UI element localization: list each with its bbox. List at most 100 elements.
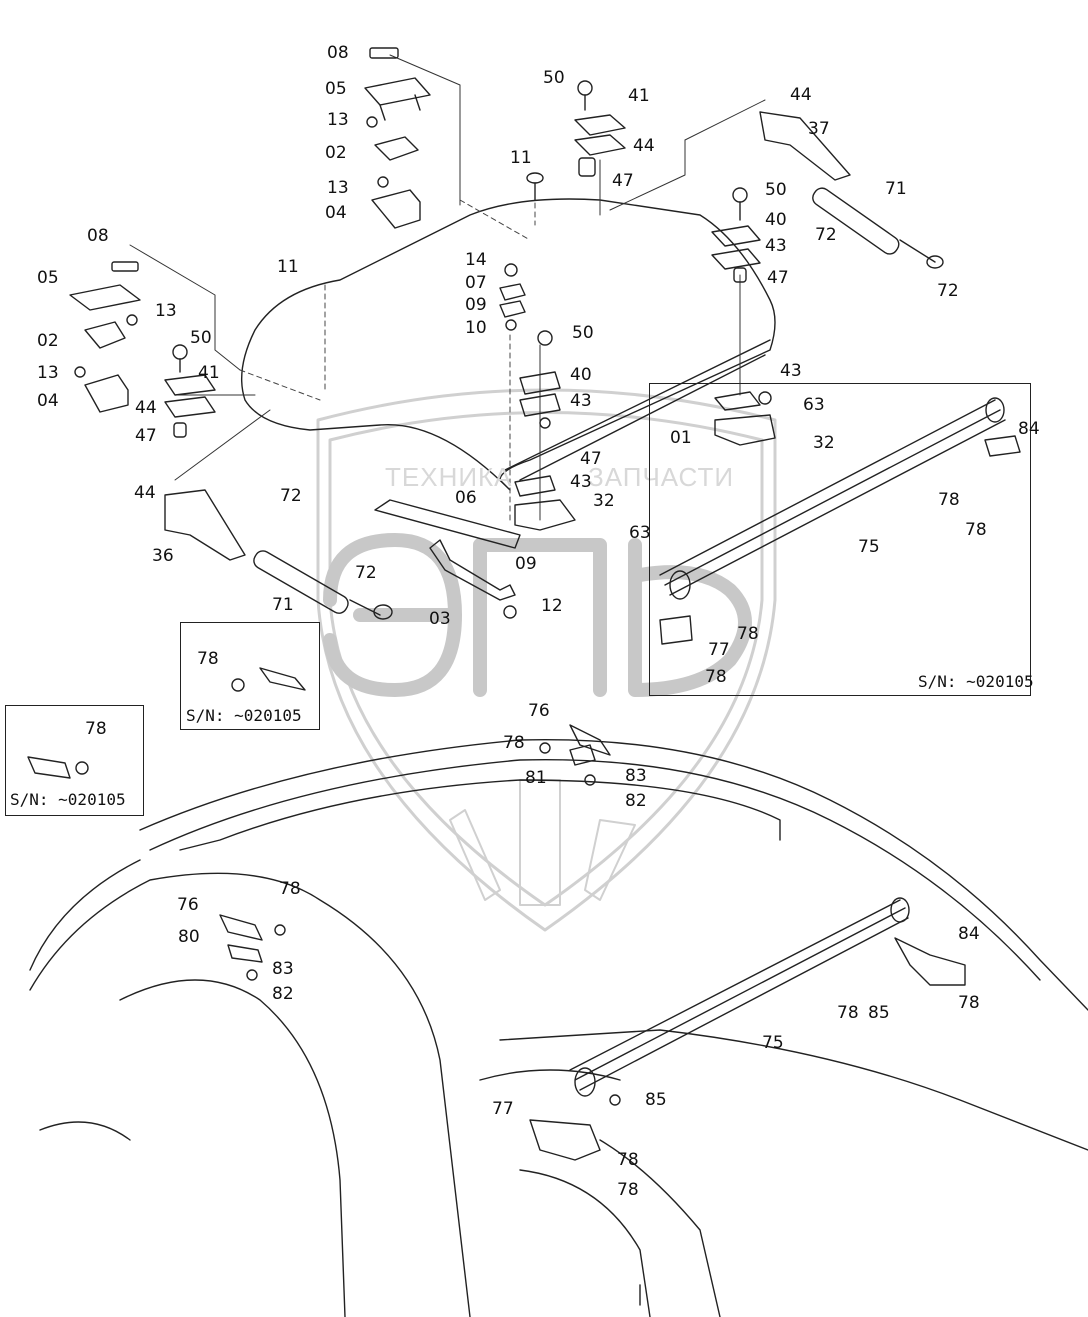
part-label: 63: [629, 523, 651, 543]
hardware-stack-left: [164, 344, 216, 438]
part-label: 10: [465, 318, 487, 338]
part-label: 08: [87, 226, 109, 246]
part-label: 32: [813, 433, 835, 453]
part-label: 78: [279, 879, 301, 899]
part-label: 78: [503, 733, 525, 753]
part-label: 11: [277, 257, 299, 277]
handle-assembly: [374, 499, 521, 619]
inset-box-bracket: [180, 622, 320, 730]
part-label: 78: [737, 624, 759, 644]
part-label: 32: [593, 491, 615, 511]
part-label: 43: [570, 391, 592, 411]
part-label: 78: [197, 649, 219, 669]
part-label: 02: [325, 143, 347, 163]
part-label: 47: [135, 426, 157, 446]
part-label: 50: [572, 323, 594, 343]
inset-box-roller: [649, 383, 1031, 696]
part-label: 85: [868, 1003, 890, 1023]
part-label: 14: [465, 250, 487, 270]
part-label: 13: [327, 178, 349, 198]
serial-note-2: S/N: ~020105: [186, 706, 302, 725]
part-label: 40: [765, 210, 787, 230]
part-label: 76: [528, 701, 550, 721]
cab-outline: [29, 738, 1088, 1317]
watermark-text-left: ТЕХНИКА: [385, 462, 513, 492]
part-label: 41: [628, 86, 650, 106]
serial-note-3: S/N: ~020105: [10, 790, 126, 809]
part-label: 77: [708, 640, 730, 660]
bracket-left: [219, 914, 286, 981]
part-label: 83: [625, 766, 647, 786]
part-label: 78: [958, 993, 980, 1013]
watermark-wheat-icon: [449, 779, 636, 906]
part-label: 03: [429, 609, 451, 629]
part-label: 80: [178, 927, 200, 947]
bracket-center: [539, 724, 611, 786]
hardware-stack-middle: [499, 263, 576, 531]
part-label: 82: [272, 984, 294, 1004]
part-label: 41: [198, 363, 220, 383]
part-label: 36: [152, 546, 174, 566]
part-label: 11: [510, 148, 532, 168]
hinge-plate-right: [714, 391, 776, 446]
part-label: 77: [492, 1099, 514, 1119]
part-label: 47: [612, 171, 634, 191]
part-label: 75: [762, 1033, 784, 1053]
part-label: 43: [765, 236, 787, 256]
part-label: 13: [37, 363, 59, 383]
hardware-stack-center-top: [526, 80, 626, 201]
part-label: 78: [85, 719, 107, 739]
bracket-inset-1: [231, 667, 306, 692]
part-label: 72: [280, 486, 302, 506]
part-label: 44: [135, 398, 157, 418]
part-label: 78: [837, 1003, 859, 1023]
part-label: 43: [780, 361, 802, 381]
part-label: 84: [1018, 419, 1040, 439]
part-label: 82: [625, 791, 647, 811]
part-label: 40: [570, 365, 592, 385]
hardware-stack-right: [711, 187, 761, 283]
part-label: 47: [580, 449, 602, 469]
part-label: 72: [815, 225, 837, 245]
part-label: 43: [570, 472, 592, 492]
part-label: 12: [541, 596, 563, 616]
part-label: 81: [525, 768, 547, 788]
sunshade-roller-lower: [529, 897, 966, 1161]
part-label: 13: [327, 110, 349, 130]
gas-strut-upper-right: [759, 111, 944, 269]
part-label: 72: [937, 281, 959, 301]
part-label: 50: [190, 328, 212, 348]
bracket-inset-2: [27, 756, 89, 779]
part-label: 04: [325, 203, 347, 223]
part-label: 44: [633, 136, 655, 156]
part-label: 01: [670, 428, 692, 448]
part-label: 13: [155, 301, 177, 321]
part-label: 47: [767, 268, 789, 288]
part-label: 71: [885, 179, 907, 199]
part-label: 84: [958, 924, 980, 944]
part-label: 05: [325, 79, 347, 99]
part-label: 78: [617, 1150, 639, 1170]
part-label: 44: [134, 483, 156, 503]
part-label: 75: [858, 537, 880, 557]
part-label: 78: [938, 490, 960, 510]
part-label: 09: [465, 295, 487, 315]
part-label: 72: [355, 563, 377, 583]
part-label: 44: [790, 85, 812, 105]
part-label: 83: [272, 959, 294, 979]
part-label: 06: [455, 488, 477, 508]
sunshade-roller-upper: [659, 397, 1021, 645]
part-label: 09: [515, 554, 537, 574]
part-label: 05: [37, 268, 59, 288]
part-label: 76: [177, 895, 199, 915]
part-label: 50: [765, 180, 787, 200]
part-label: 85: [645, 1090, 667, 1110]
roof-hatch-outline: [240, 198, 776, 491]
part-label: 37: [808, 119, 830, 139]
latch-assembly-top: [364, 47, 431, 229]
inset-box-bracket-small: [5, 705, 144, 816]
part-label: 78: [965, 520, 987, 540]
part-label: 71: [272, 595, 294, 615]
part-label: 50: [543, 68, 565, 88]
